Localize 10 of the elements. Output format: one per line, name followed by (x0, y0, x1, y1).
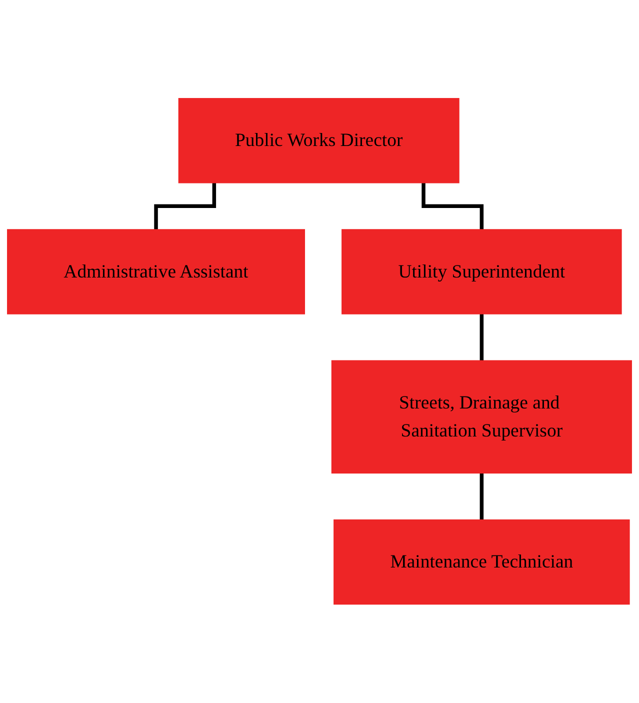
connector (480, 314, 484, 363)
node-box (334, 520, 630, 605)
connector (480, 473, 484, 522)
connector (154, 182, 216, 232)
node-box (178, 98, 460, 184)
connector (422, 182, 484, 232)
node-box (7, 229, 306, 315)
node-box (342, 229, 622, 315)
node-box (331, 360, 632, 474)
org-chart: Public Works Director Administrative Assistant Utility Superintendent Streets, Drainage and Sanitation Supervisor Maintenance Technician (0, 91, 639, 612)
